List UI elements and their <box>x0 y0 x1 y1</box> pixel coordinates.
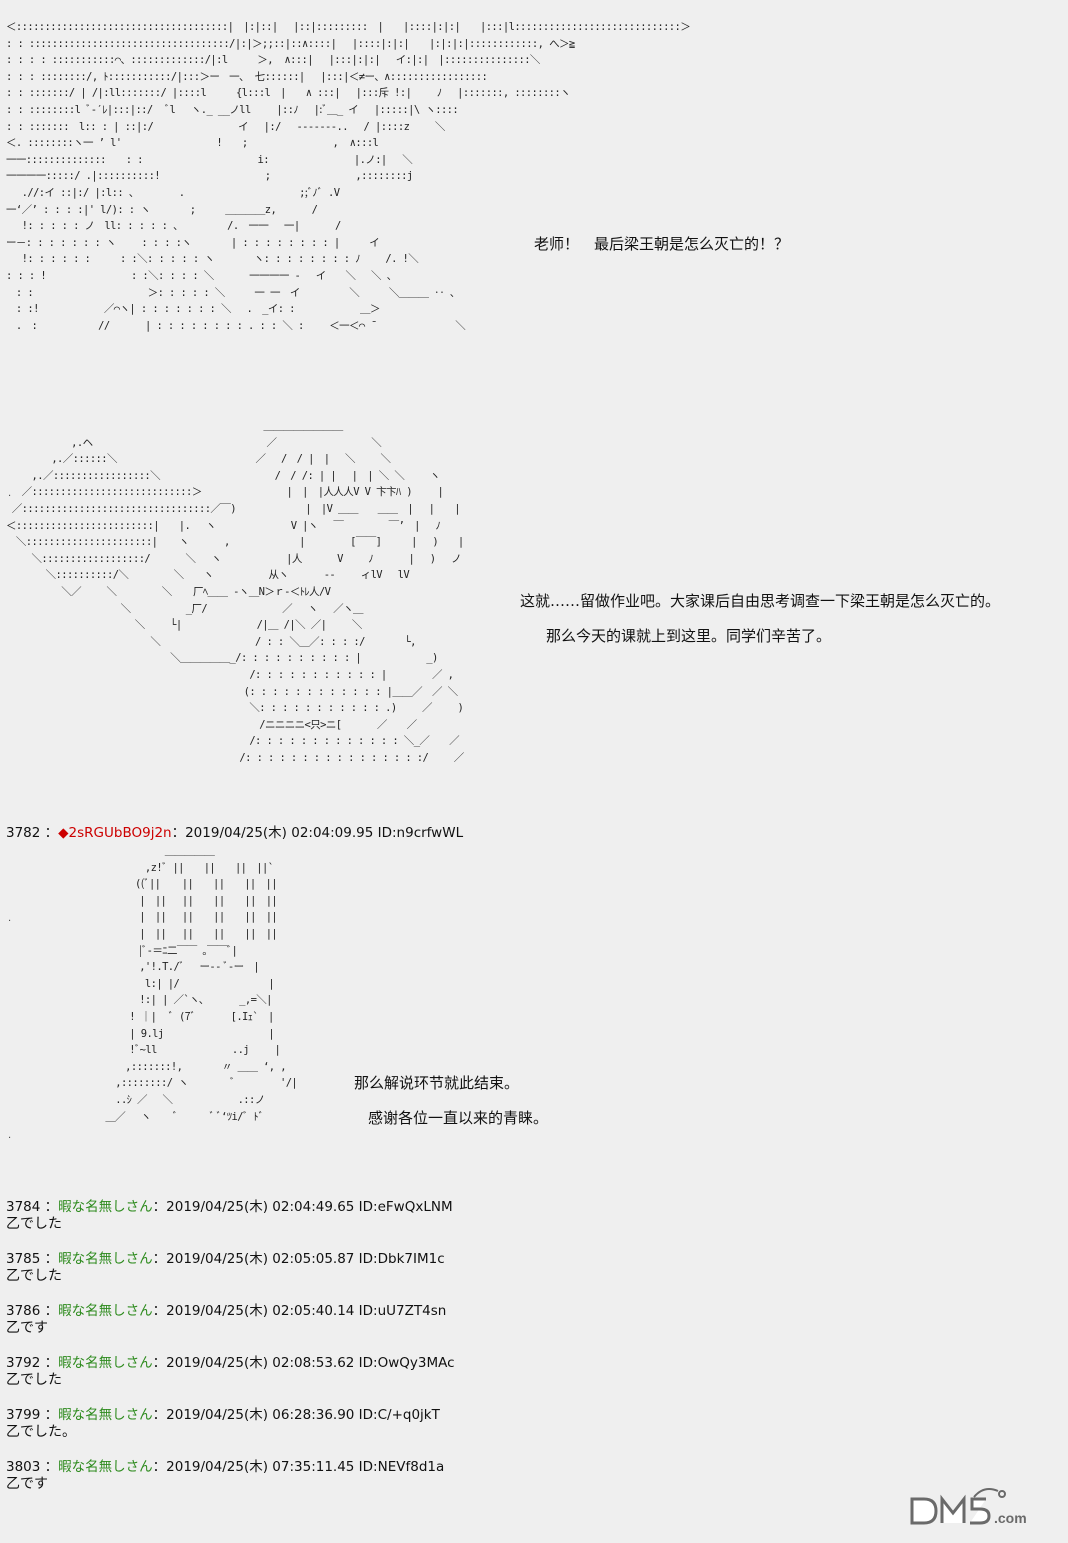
ascii-art-panel-2: ＿＿＿＿＿＿＿＿ ,.ヘ ／ ＼ ,.／::::::＼ ／ / / | | ＼ … <box>6 420 464 764</box>
poster-name[interactable]: 暇な名無しさん <box>58 1355 153 1371</box>
post-body: 乙です <box>6 1320 48 1336</box>
poster-name[interactable]: 暇な名無しさん <box>58 1303 153 1319</box>
post-datetime-id: ：2019/04/25(木) 02:05:40.14 ID:uU7ZT4sn <box>152 1303 447 1319</box>
post-body: 乙でした <box>6 1216 62 1232</box>
post-datetime-id: ：2019/04/25(木) 06:28:36.90 ID:C/+q0jkT <box>152 1407 440 1423</box>
dialogue-line: 那么解说环节就此结束。 <box>354 1074 520 1092</box>
post-datetime-id: ：2019/04/25(木) 07:35:11.45 ID:NEVf8d1a <box>152 1459 445 1475</box>
poster-name[interactable]: 暇な名無しさん <box>58 1407 153 1423</box>
post-body: 乙でした <box>6 1372 62 1388</box>
poster-name[interactable]: 暇な名無しさん <box>58 1251 153 1267</box>
dialogue-line: 那么今天的课就上到这里。同学们辛苦了。 <box>546 627 832 645</box>
poster-name[interactable]: 暇な名無しさん <box>58 1199 153 1215</box>
post-number: 3782 <box>6 825 41 841</box>
post-separator: ： <box>44 1355 59 1371</box>
poster-name[interactable]: 暇な名無しさん <box>58 1459 153 1475</box>
post-number: 3784 <box>6 1199 41 1215</box>
post-number: 3803 <box>6 1459 41 1475</box>
post-number: 3792 <box>6 1355 41 1371</box>
post-header: 3799 ：暇な名無しさん：2019/04/25(木) 06:28:36.90 … <box>6 1407 440 1424</box>
stray-dot: . <box>8 488 12 499</box>
post-separator: ： <box>44 825 59 841</box>
post-header: 3786 ：暇な名無しさん：2019/04/25(木) 02:05:40.14 … <box>6 1303 446 1320</box>
ascii-art-panel-1: ＜:::::::::::::::::::::::::::::::::::::| … <box>6 21 691 332</box>
post-datetime-id: ：2019/04/25(木) 02:08:53.62 ID:OwQy3MAc <box>152 1355 455 1371</box>
post-datetime-id: ：2019/04/25(木) 02:05:05.87 ID:Dbk7IM1c <box>152 1251 445 1267</box>
post-header: 3782 ：◆2sRGUbBO9j2n：2019/04/25(木) 02:04:… <box>6 825 463 842</box>
dialogue-line: 这就……留做作业吧。大家课后自由思考调查一下梁王朝是怎么灭亡的。 <box>520 592 1001 610</box>
post-separator: ： <box>44 1251 59 1267</box>
post-separator: ： <box>44 1459 59 1475</box>
post-header: 3785 ：暇な名無しさん：2019/04/25(木) 02:05:05.87 … <box>6 1251 445 1268</box>
dm5-watermark-logo: .com <box>910 1488 1027 1526</box>
stray-dot: . <box>8 1130 12 1141</box>
post-separator: ： <box>44 1199 59 1215</box>
post-separator: ： <box>44 1407 59 1423</box>
post-number: 3799 <box>6 1407 41 1423</box>
post-datetime-id: ：2019/04/25(木) 02:04:09.95 ID:n9crfwWL <box>171 825 464 841</box>
post-body: 乙です <box>6 1476 48 1492</box>
dialogue-line: 感谢各位一直以来的青睐。 <box>368 1109 549 1127</box>
post-body: 乙でした。 <box>6 1424 76 1440</box>
post-datetime-id: ：2019/04/25(木) 02:04:49.65 ID:eFwQxLNM <box>152 1199 453 1215</box>
post-number: 3786 <box>6 1303 41 1319</box>
post-separator: ： <box>44 1303 59 1319</box>
post-header: 3803 ：暇な名無しさん：2019/04/25(木) 07:35:11.45 … <box>6 1459 444 1476</box>
post-body: 乙でした <box>6 1268 62 1284</box>
dialogue-line: 老师！ 最后梁王朝是怎么灭亡的！？ <box>534 235 790 253</box>
post-header: 3784 ：暇な名無しさん：2019/04/25(木) 02:04:49.65 … <box>6 1199 453 1216</box>
ascii-art-panel-3: ＿＿＿＿＿ ,z!ﾞ || || || ||` ((ﾞ|| || || || |… <box>105 845 298 1123</box>
post-header: 3792 ：暇な名無しさん：2019/04/25(木) 02:08:53.62 … <box>6 1355 455 1372</box>
post-number: 3785 <box>6 1251 41 1267</box>
trip-name[interactable]: ◆2sRGUbBO9j2n <box>58 825 172 841</box>
stray-dot: . <box>8 913 12 924</box>
watermark-suffix: .com <box>994 1510 1027 1526</box>
